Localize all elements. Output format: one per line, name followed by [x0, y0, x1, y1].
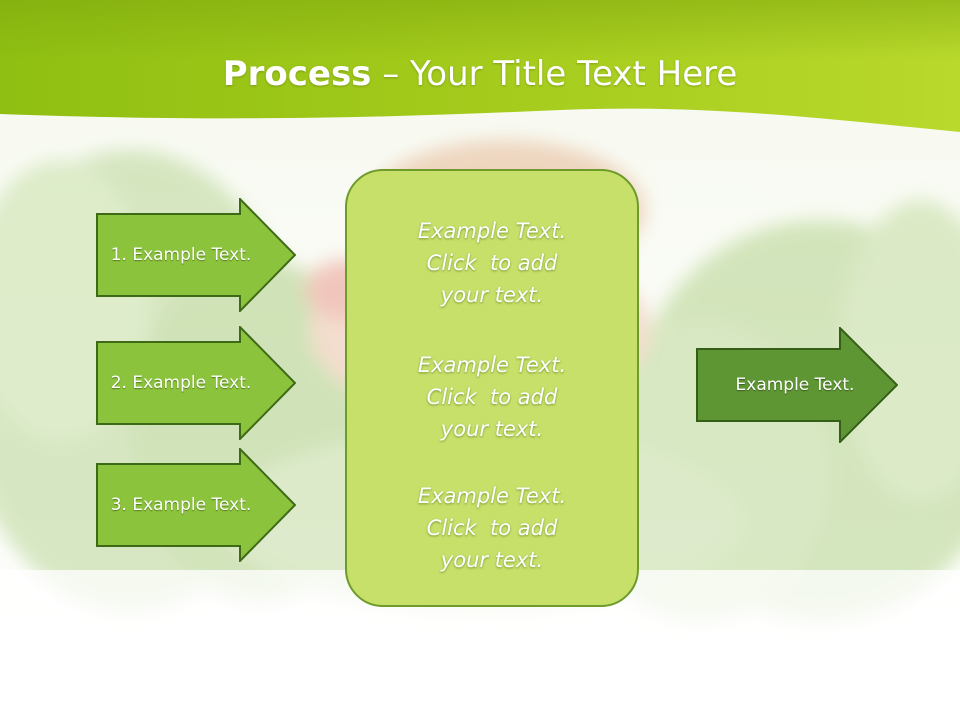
block-line: your text.: [440, 417, 544, 441]
block-line: your text.: [440, 283, 544, 307]
step-label: 3. Example Text.: [110, 495, 252, 515]
block-line: Click to add: [426, 516, 558, 540]
block-line: Click to add: [426, 385, 558, 409]
step-label: 2. Example Text.: [110, 373, 252, 393]
right-arrow-icon: [696, 327, 898, 443]
center-text-block-2[interactable]: Example Text. Click to add your text.: [347, 349, 637, 445]
slide-title[interactable]: Process – Your Title Text Here: [0, 52, 960, 96]
block-line: Example Text.: [417, 353, 567, 377]
step-arrow-1[interactable]: 1. Example Text.: [96, 198, 296, 312]
title-bold: Process: [222, 54, 372, 94]
right-arrow-icon: [96, 198, 296, 312]
center-text-block-1[interactable]: Example Text. Click to add your text.: [347, 215, 637, 311]
block-line: Example Text.: [417, 219, 567, 243]
step-arrow-2[interactable]: 2. Example Text.: [96, 326, 296, 440]
block-line: your text.: [440, 548, 544, 572]
center-text-box[interactable]: Example Text. Click to add your text. Ex…: [345, 169, 639, 607]
block-line: Click to add: [426, 251, 558, 275]
result-arrow[interactable]: Example Text.: [696, 327, 898, 443]
title-rest: – Your Title Text Here: [371, 54, 738, 94]
step-label: 1. Example Text.: [110, 245, 252, 265]
step-arrow-3[interactable]: 3. Example Text.: [96, 448, 296, 562]
right-arrow-icon: [96, 448, 296, 562]
right-arrow-icon: [96, 326, 296, 440]
result-label: Example Text.: [735, 375, 855, 395]
block-line: Example Text.: [417, 484, 567, 508]
center-text-block-3[interactable]: Example Text. Click to add your text.: [347, 480, 637, 576]
